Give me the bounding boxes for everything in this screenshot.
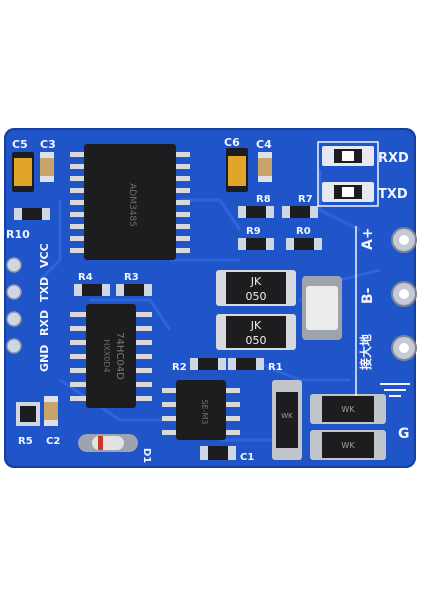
resistor <box>228 358 264 370</box>
pad <box>6 338 22 354</box>
resistor <box>200 446 236 460</box>
chip-marking-line1: 74HC04D <box>114 332 125 380</box>
resistor <box>116 284 152 296</box>
ic-74hc04d: 74HC04D HXX0D4 <box>70 304 152 408</box>
resistor <box>238 206 274 218</box>
silk-r5: R5 <box>18 436 33 447</box>
silk-r9: R9 <box>246 226 261 237</box>
silk-c4: C4 <box>256 138 272 151</box>
chip-marking-line2: HXX0D4 <box>102 339 111 372</box>
silk-c6: C6 <box>224 136 240 149</box>
resistor <box>44 396 58 426</box>
silk-c5: C5 <box>12 138 28 151</box>
silk-r2: R2 <box>172 362 187 373</box>
cap-c4 <box>258 152 272 182</box>
silk-g: G <box>398 426 410 442</box>
silk-c1: C1 <box>240 452 254 463</box>
fuse-label-line2: 050 <box>246 334 267 347</box>
silk-jiedadi: 接大地 <box>358 334 373 370</box>
silk-r4: R4 <box>78 272 93 283</box>
pad-hole <box>399 289 409 299</box>
led-rxd <box>322 146 374 166</box>
silk-rxd-side: RXD <box>38 310 51 336</box>
tvs-mark: WK <box>281 412 293 420</box>
resistor <box>190 358 226 370</box>
pad <box>6 257 22 273</box>
silk-r3: R3 <box>124 272 139 283</box>
resistor <box>238 238 274 250</box>
fuse-label-line2: 050 <box>246 290 267 303</box>
silk-a-plus: A+ <box>360 227 376 250</box>
resistor <box>14 208 50 220</box>
silk-b-minus: B- <box>360 287 376 304</box>
pad-hole <box>399 235 409 245</box>
resistor <box>74 284 110 296</box>
fuse-label-line1: JK <box>250 275 262 288</box>
silk-txd-led: TXD <box>378 187 408 202</box>
fuse-1: JK 050 <box>216 270 296 306</box>
cap-c5 <box>12 152 34 192</box>
resistor <box>16 402 40 426</box>
tvs-mark: WK <box>341 405 355 414</box>
silk-txd-side: TXD <box>38 277 51 302</box>
header-pads-left <box>6 257 22 354</box>
led-txd <box>322 182 374 202</box>
ground-symbol <box>380 383 410 397</box>
tvs-diode-vertical: WK <box>272 380 302 460</box>
silk-r8: R8 <box>256 194 271 205</box>
silk-gnd: GND <box>38 345 51 372</box>
tvs-mark: WK <box>341 441 355 450</box>
resistor <box>282 206 318 218</box>
silk-r0: R0 <box>296 226 311 237</box>
fuse-2: JK 050 <box>216 314 296 350</box>
silk-box-led <box>317 141 379 207</box>
silk-r10: R10 <box>6 228 30 241</box>
chip-marking: SE-M3 <box>200 399 209 424</box>
tvs-diode-1: WK <box>310 394 386 424</box>
gas-discharge-tube <box>302 276 342 340</box>
tvs-diode-2: WK <box>310 430 386 460</box>
silk-c3: C3 <box>40 138 56 151</box>
pad <box>6 284 22 300</box>
ic-adm3485: ADM3485 <box>70 144 190 260</box>
diode-d1 <box>78 434 138 452</box>
resistors <box>14 206 322 460</box>
chip-marking: ADM3485 <box>127 183 137 227</box>
silk-r1: R1 <box>268 362 283 373</box>
cap-c3 <box>40 152 54 182</box>
terminal-pads-right <box>391 227 417 361</box>
silk-r7: R7 <box>298 194 313 205</box>
silk-rxd-led: RXD <box>378 151 409 166</box>
cap-c6 <box>226 148 248 192</box>
fuse-label-line1: JK <box>250 319 262 332</box>
silk-c2: C2 <box>46 436 60 447</box>
pad-hole <box>399 343 409 353</box>
resistor <box>286 238 322 250</box>
silk-vcc: VCC <box>38 243 51 268</box>
silk-d1: D1 <box>141 448 152 463</box>
ic-soic8: SE-M3 <box>162 380 240 440</box>
pad <box>6 311 22 327</box>
